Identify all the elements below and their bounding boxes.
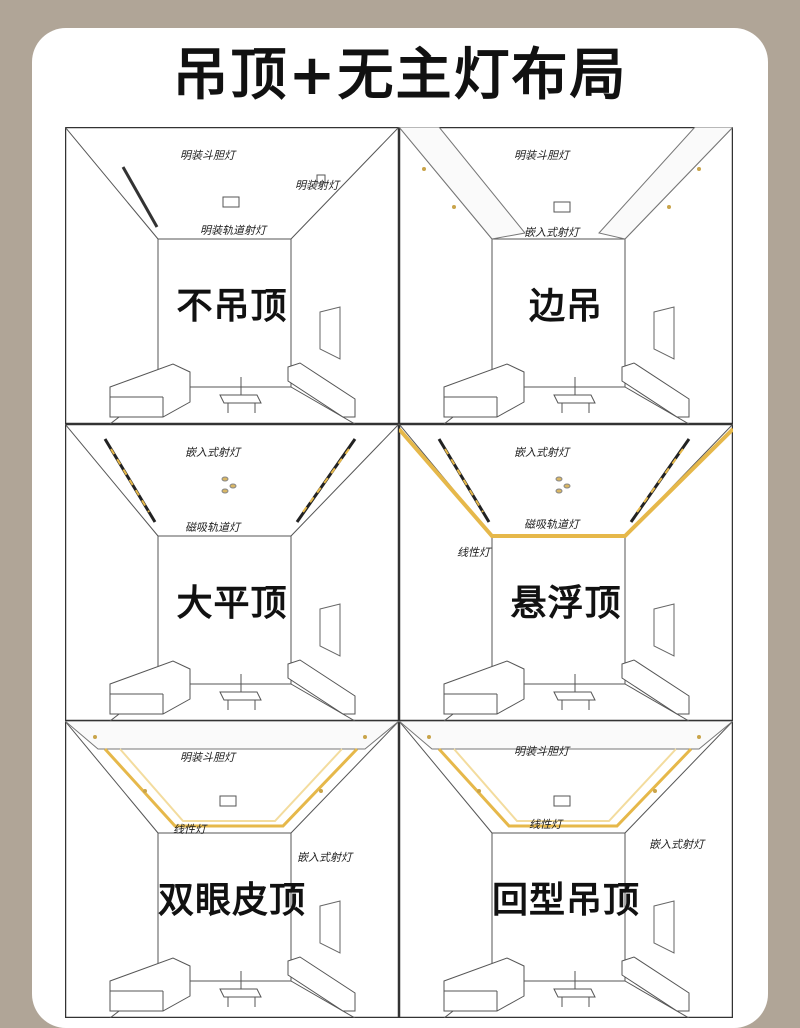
ceiling-type-title: 不吊顶 bbox=[176, 286, 288, 327]
light-label: 线性灯 bbox=[529, 818, 562, 831]
sofa-drawing bbox=[443, 957, 525, 1012]
room-drawing bbox=[399, 127, 733, 424]
light-label: 嵌入式射灯 bbox=[514, 446, 569, 459]
page-title: 吊顶+无主灯布局 bbox=[172, 43, 628, 108]
sofa-drawing bbox=[109, 363, 191, 418]
ceiling-type-title: 回型吊顶 bbox=[491, 880, 640, 921]
light-label: 磁吸轨道灯 bbox=[524, 518, 579, 531]
light-label: 线性灯 bbox=[173, 823, 206, 836]
light-label: 线性灯 bbox=[457, 546, 490, 559]
light-label: 嵌入式射灯 bbox=[185, 446, 240, 459]
light-label: 嵌入式射灯 bbox=[297, 851, 352, 864]
sofa-drawing bbox=[443, 660, 525, 715]
ceiling-panel: 双眼皮顶 明装斗胆灯线性灯嵌入式射灯 bbox=[65, 721, 399, 1018]
room-drawing bbox=[399, 721, 733, 1018]
light-label: 磁吸轨道灯 bbox=[185, 521, 240, 534]
room-drawing bbox=[65, 721, 399, 1018]
sofa-drawing bbox=[109, 660, 191, 715]
light-label: 明装斗胆灯 bbox=[514, 149, 569, 162]
ceiling-type-title: 边吊 bbox=[528, 286, 603, 327]
light-label: 明装斗胆灯 bbox=[514, 745, 569, 758]
ceiling-type-title: 双眼皮顶 bbox=[157, 880, 306, 921]
ceiling-panel: 不吊顶 明装斗胆灯明装射灯明装轨道射灯 bbox=[65, 127, 399, 424]
ceiling-panel: 悬浮顶 嵌入式射灯磁吸轨道灯线性灯 bbox=[399, 424, 733, 721]
ceiling-type-title: 悬浮顶 bbox=[510, 583, 622, 624]
sofa-drawing bbox=[443, 363, 525, 418]
room-drawing bbox=[65, 424, 399, 721]
ceiling-panel: 边吊 明装斗胆灯嵌入式射灯 bbox=[399, 127, 733, 424]
room-drawing bbox=[65, 127, 399, 424]
light-label: 嵌入式射灯 bbox=[524, 226, 579, 239]
light-label: 明装轨道射灯 bbox=[200, 224, 266, 237]
light-label: 明装射灯 bbox=[295, 179, 339, 192]
light-label: 明装斗胆灯 bbox=[180, 751, 235, 764]
room-drawing bbox=[399, 424, 733, 721]
ceiling-panel: 回型吊顶 明装斗胆灯线性灯嵌入式射灯 bbox=[399, 721, 733, 1018]
sofa-drawing bbox=[109, 957, 191, 1012]
ceiling-type-title: 大平顶 bbox=[176, 583, 288, 624]
ceiling-panel: 大平顶 嵌入式射灯磁吸轨道灯 bbox=[65, 424, 399, 721]
light-label: 明装斗胆灯 bbox=[180, 149, 235, 162]
light-label: 嵌入式射灯 bbox=[649, 838, 704, 851]
